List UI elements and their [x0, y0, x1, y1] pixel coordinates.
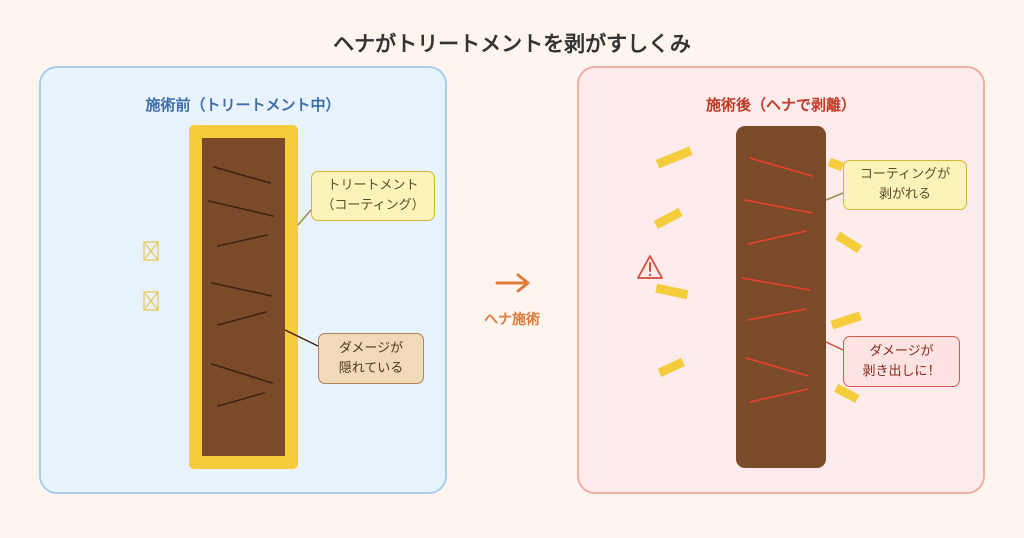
crossed-box-icon [143, 241, 159, 261]
diagram-title: ヘナがトリートメントを剥がすしくみ [333, 32, 691, 56]
coating-callout-line-1: トリートメント [327, 178, 419, 193]
coating-peel-callout-line-2: 剥がれる [878, 187, 931, 202]
damage-leader-line [284, 329, 319, 347]
warning-triangle-icon [637, 255, 663, 279]
exposed-damage-callout-line-2: 剥き出しに！ [862, 363, 941, 379]
hidden-damage-callout-line-2: 隠れている [338, 360, 404, 376]
hair-strand-right [736, 126, 826, 468]
before-panel-title: 施術前（トリートメント中） [145, 96, 341, 114]
coated-hair-strand [189, 125, 298, 469]
peeled-coating-fragments [653, 146, 863, 404]
coating-peel-callout: コーティングが 剥がれる [843, 160, 967, 210]
coating-peel-leader-line [825, 192, 844, 201]
after-panel-title: 施術後（ヘナで剥離） [705, 96, 856, 114]
arrow-icon [495, 273, 530, 293]
hair-strand-left [202, 138, 285, 456]
exposed-damage-lines [741, 157, 813, 403]
coating-leader-line [297, 209, 312, 226]
exposed-damage-callout: ダメージが 剥き出しに！ [843, 336, 960, 387]
exposed-damage-callout-line-1: ダメージが [869, 343, 934, 359]
coating-callout-line-2: （コーティング） [321, 198, 425, 213]
hidden-damage-callout-line-1: ダメージが [338, 340, 404, 356]
coating-peel-callout-line-1: コーティングが [859, 167, 951, 182]
exposed-hair-strand [736, 126, 826, 468]
hidden-damage-callout: ダメージが 隠れている [318, 333, 424, 384]
crossed-box-icon [143, 291, 159, 311]
hidden-damage-lines [208, 166, 274, 407]
coating-callout: トリートメント （コーティング） [311, 171, 435, 221]
arrow-label: ヘナ施術 [484, 312, 540, 328]
exposed-damage-leader-line [825, 341, 844, 351]
